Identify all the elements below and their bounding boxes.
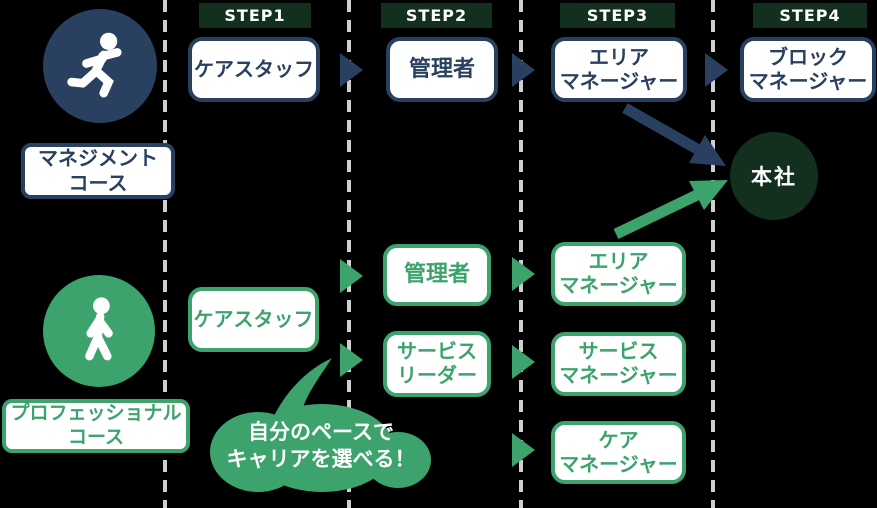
arrow-right-icon — [512, 345, 535, 379]
role-label-line: リーダー — [397, 363, 477, 387]
step1-badge: STEP1 — [199, 3, 311, 28]
role-label-line: マネージャー — [559, 273, 678, 297]
arrow-right-icon — [340, 343, 363, 377]
arrow-right-icon — [512, 433, 535, 467]
dashed-separator-4 — [711, 0, 715, 508]
management-course-avatar — [43, 9, 157, 123]
professional-course-avatar — [43, 275, 155, 387]
dashed-separator-1 — [163, 0, 167, 508]
course-label-line: マネジメント — [38, 146, 158, 170]
walking-person-icon — [85, 297, 113, 361]
prof-step3-area-manager-box: エリア マネージャー — [551, 242, 686, 306]
role-label-line: エリア — [589, 44, 649, 69]
mgmt-step4-box: ブロック マネージャー — [740, 37, 876, 102]
speech-bubble-text: 自分のペースで キャリアを選べる！ — [203, 419, 439, 473]
management-course-label: マネジメント コース — [21, 143, 175, 199]
course-label-line: コース — [67, 426, 125, 448]
professional-course-label: プロフェッショナル コース — [2, 399, 190, 453]
course-label-line: プロフェッショナル — [10, 402, 182, 425]
role-label-line: マネージャー — [559, 363, 678, 387]
headquarters-circle: 本社 — [730, 132, 818, 220]
step3-badge: STEP3 — [560, 3, 675, 28]
role-label-line: マネージャー — [559, 451, 678, 476]
arrow-right-icon — [512, 53, 535, 87]
mgmt-step2-box: 管理者 — [386, 37, 498, 102]
role-label-line: サービス — [397, 339, 477, 364]
speech-bubble-shape — [210, 358, 431, 492]
step4-badge: STEP4 — [753, 3, 867, 28]
prof-step3-service-manager-box: サービス マネージャー — [551, 332, 686, 396]
management-to-hq-arrow-icon — [622, 103, 726, 166]
dashed-separator-2 — [347, 0, 351, 508]
prof-step1-box: ケアスタッフ — [188, 287, 319, 352]
role-label-line: ケア — [598, 427, 639, 452]
prof-step3-care-manager-box: ケア マネージャー — [551, 421, 686, 484]
role-label-line: サービス — [578, 339, 659, 364]
step2-badge: STEP2 — [381, 3, 492, 28]
prof-step2-service-leader-box: サービス リーダー — [383, 331, 491, 397]
course-label-line: コース — [68, 171, 128, 195]
role-label-line: マネージャー — [559, 68, 679, 93]
speech-bubble-line: キャリアを選べる！ — [226, 447, 416, 471]
role-label-line: エリア — [588, 249, 649, 274]
role-label-line: マネージャー — [748, 68, 868, 93]
arrow-right-icon — [340, 259, 363, 293]
arrow-right-icon — [340, 53, 363, 87]
role-label-line: ブロック — [768, 44, 848, 69]
mgmt-step3-box: エリア マネージャー — [551, 37, 687, 102]
arrow-right-icon — [512, 257, 535, 291]
prof-step2-manager-box: 管理者 — [383, 244, 491, 306]
speech-bubble-line: 自分のペースで — [248, 420, 394, 444]
arrow-right-icon — [705, 53, 728, 87]
mgmt-step1-box: ケアスタッフ — [188, 37, 320, 102]
running-person-icon — [67, 32, 122, 98]
dashed-separator-3 — [519, 0, 523, 508]
professional-to-hq-arrow-icon — [613, 180, 728, 239]
